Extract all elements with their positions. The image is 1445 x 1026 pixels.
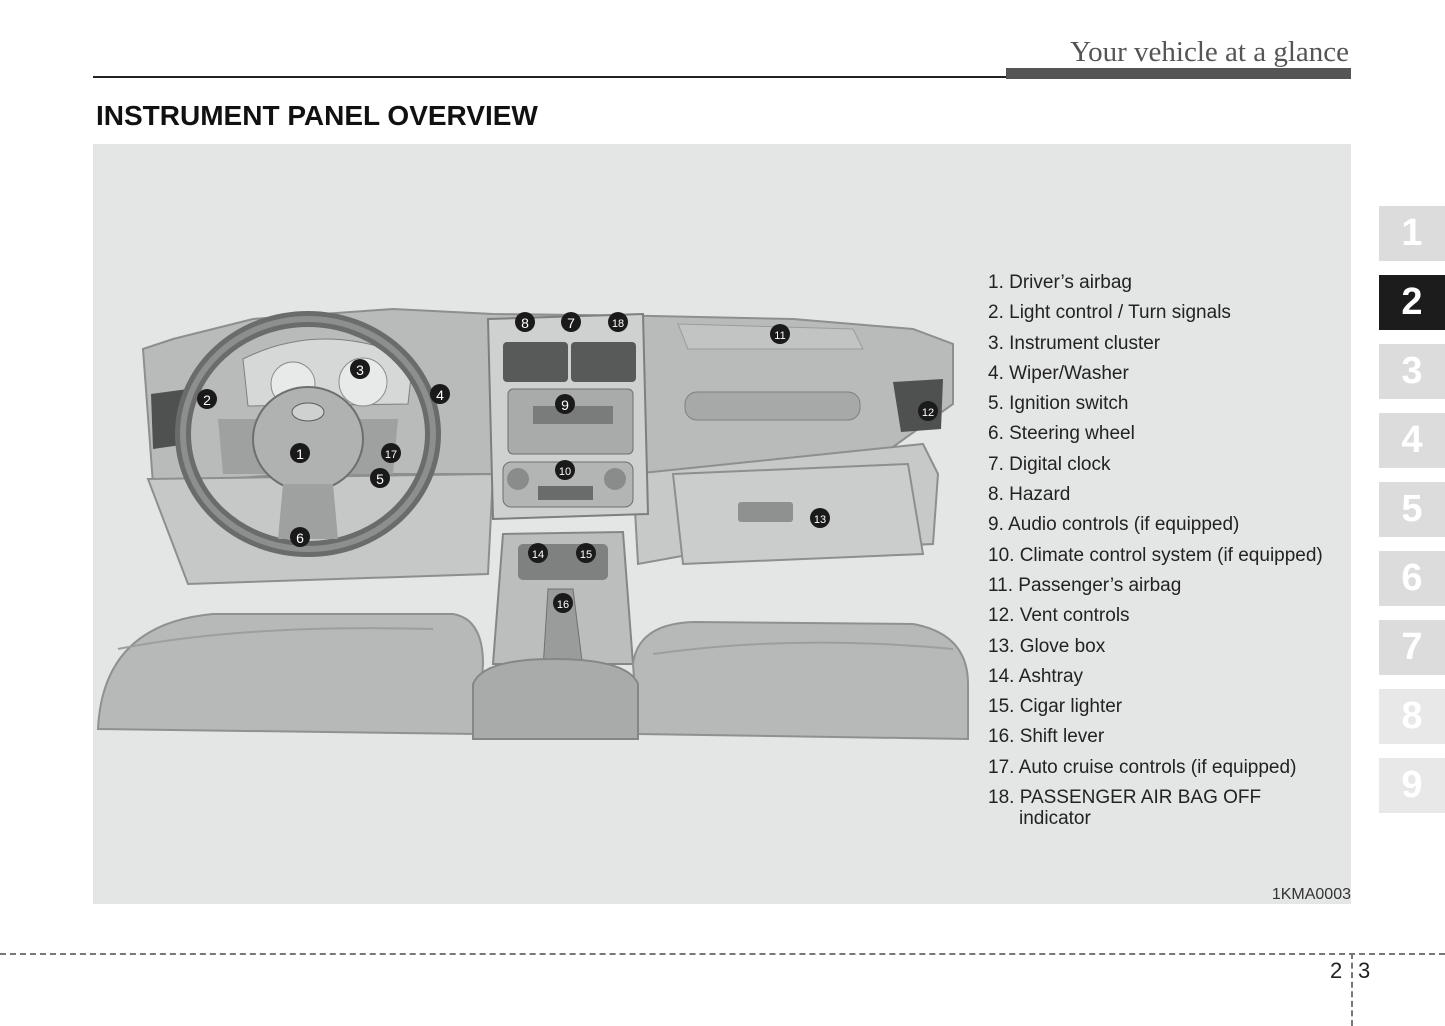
footer-rule [0,953,1445,955]
chapter-tab-4[interactable]: 4 [1379,413,1445,468]
legend-item: 10. Climate control system (if equipped) [988,544,1323,566]
callout-marker: 14 [528,543,548,563]
chapter-tab-3[interactable]: 3 [1379,344,1445,399]
legend-item: 13. Glove box [988,635,1106,657]
callout-marker: 1 [290,443,310,463]
callout-marker: 8 [515,312,535,332]
chapter-tab-2[interactable]: 2 [1379,275,1445,330]
legend-item: 11. Passenger’s airbag [988,574,1182,596]
svg-text:4: 4 [436,387,444,403]
legend-item: 2. Light control / Turn signals [988,302,1231,324]
section-title: Your vehicle at a glance [1070,36,1349,68]
svg-text:9: 9 [561,397,569,413]
page-number: 3 [1358,958,1371,983]
chapter-tab-7[interactable]: 7 [1379,620,1445,675]
legend-item: 9. Audio controls (if equipped) [988,514,1240,536]
legend-list: 1. Driver’s airbag 2. Light control / Tu… [988,268,1348,831]
footer-divider [1351,953,1353,1026]
chapter-tab-9[interactable]: 9 [1379,758,1445,813]
legend-item: 16. Shift lever [988,726,1105,748]
svg-text:11: 11 [774,330,785,342]
svg-text:3: 3 [356,362,364,378]
page-number-chapter: 2 [1330,958,1343,983]
callout-marker: 15 [576,543,596,563]
callout-marker: 10 [555,460,575,480]
legend-item: 17. Auto cruise controls (if equipped) [988,756,1297,778]
page-title: INSTRUMENT PANEL OVERVIEW [96,100,538,131]
callout-marker: 7 [561,312,581,332]
svg-text:5: 5 [376,471,384,487]
svg-text:1: 1 [296,446,304,462]
callout-marker: 5 [370,468,390,488]
legend-item: 5. Ignition switch [988,393,1129,415]
svg-text:12: 12 [922,407,934,419]
legend-item: 8. Hazard [988,484,1071,506]
callout-marker: 6 [290,527,310,547]
chapter-tab-1[interactable]: 1 [1379,206,1445,261]
legend-item: 12. Vent controls [988,605,1130,627]
chapter-tab-5[interactable]: 5 [1379,482,1445,537]
svg-text:14: 14 [532,549,544,561]
chapter-tab-6[interactable]: 6 [1379,551,1445,606]
legend-item: 18. PASSENGER AIR BAG OFF [988,787,1262,809]
figure-code: 1KMA0003 [1271,886,1351,903]
legend-item: 7. Digital clock [988,453,1111,475]
svg-text:7: 7 [567,315,575,331]
dashboard-illustration: 1 2 3 4 5 6 7 8 [96,307,969,741]
callout-marker: 11 [770,324,790,344]
callout-marker: 12 [918,401,938,421]
header-rule [93,76,1006,78]
svg-text:10: 10 [559,466,571,478]
svg-text:15: 15 [580,549,592,561]
callout-marker: 13 [810,508,830,528]
header-bar [1006,68,1351,79]
svg-text:8: 8 [521,315,529,331]
callout-marker: 4 [430,384,450,404]
callout-marker: 9 [555,394,575,414]
legend-item-continuation: indicator [1019,808,1091,830]
svg-text:13: 13 [814,514,826,526]
legend-item: 14. Ashtray [988,665,1084,687]
legend-item: 3. Instrument cluster [988,332,1161,354]
svg-text:6: 6 [296,530,304,546]
svg-text:18: 18 [612,318,624,330]
legend-item: 1. Driver’s airbag [988,272,1132,293]
callout-marker: 16 [553,593,573,613]
svg-text:2: 2 [203,392,211,408]
svg-text:17: 17 [385,449,397,461]
figure-panel: 1 2 3 4 5 6 7 8 [93,144,1351,904]
legend-item: 15. Cigar lighter [988,696,1123,718]
callout-marker: 17 [381,443,401,463]
callout-marker: 2 [197,389,217,409]
chapter-tab-8[interactable]: 8 [1379,689,1445,744]
callout-marker: 3 [350,359,370,379]
legend-item: 4. Wiper/Washer [988,362,1129,384]
callout-marker: 18 [608,312,628,332]
legend-item: 6. Steering wheel [988,423,1135,445]
svg-text:16: 16 [557,599,569,611]
